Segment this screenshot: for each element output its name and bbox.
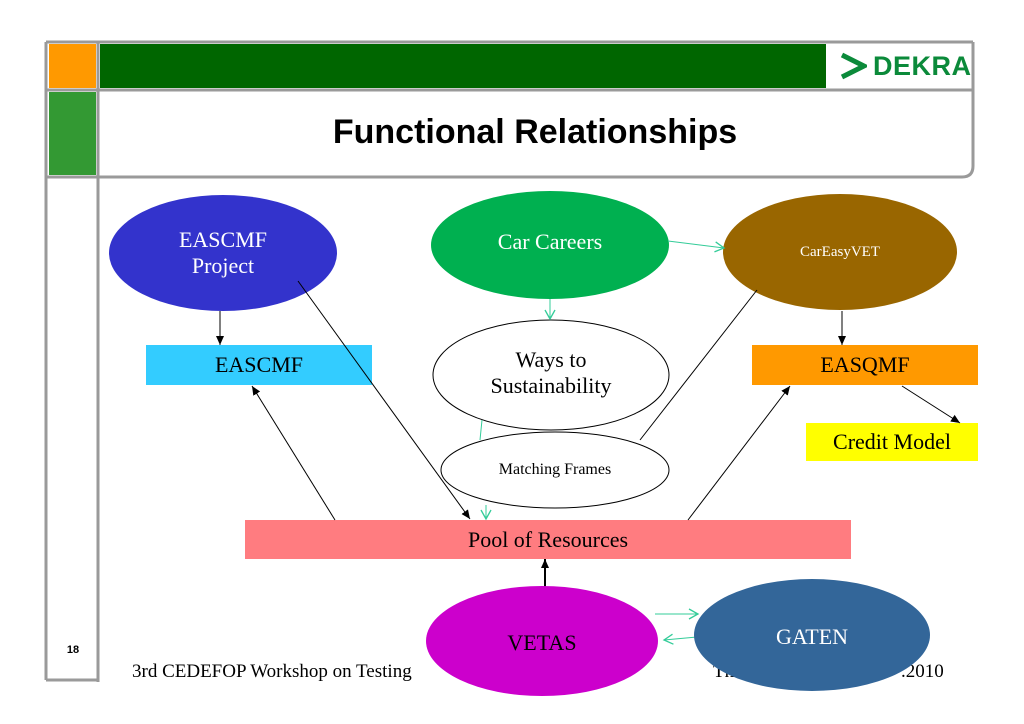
eascmf-box — [146, 345, 372, 385]
easqmf-to-credit-arrow — [901, 385, 961, 424]
car-careers-to-careasyvet-arrow — [667, 240, 726, 253]
header-bar — [100, 44, 826, 88]
project-to-pool-arrow — [297, 280, 471, 520]
gaten-to-vetas-arrow — [662, 633, 698, 645]
page-number: 18 — [66, 644, 80, 656]
eascmf-label: EASCMF — [214, 352, 304, 377]
ways-to-matching-teal-line — [479, 419, 483, 441]
ways-to-sustainability-label: Ways to Sustainability — [490, 346, 612, 398]
easqmf-label: EASQMF — [820, 352, 910, 377]
careasyvet-label: CarEasyVET — [800, 244, 880, 260]
vetas-ellipse — [426, 586, 658, 696]
matching-frames-label: Matching Frames — [498, 461, 612, 479]
pool-of-resources-label: Pool of Resources — [467, 526, 629, 552]
green-square — [49, 92, 96, 175]
footer-left-text: 3rd CEDEFOP Workshop on Testing — [132, 661, 412, 682]
page-title: Functional Relationships — [332, 113, 738, 151]
careasyvet-ellipse — [723, 194, 957, 310]
logo-text: DEKRA — [873, 51, 972, 81]
credit-model-box — [806, 423, 978, 461]
matching-frames-ellipse — [440, 431, 670, 509]
pool-to-easqmf-arrow — [687, 385, 791, 521]
dekra-logo: DEKRA — [829, 44, 972, 88]
gaten-ellipse — [694, 579, 930, 691]
frame-lines — [44, 40, 975, 682]
careasyvet-to-matching-line — [639, 289, 758, 441]
footer-right-end: .2010 — [901, 661, 944, 682]
eascmf-project-ellipse — [109, 195, 337, 311]
eascmf-project-label: EASCMF Project — [178, 226, 268, 278]
pool-to-eascmf-arrow — [251, 385, 336, 521]
gaten-label: GATEN — [775, 623, 849, 649]
car-careers-label: Car Careers — [497, 228, 603, 254]
credit-model-label: Credit Model — [833, 429, 951, 454]
orange-square — [49, 44, 96, 88]
pool-of-resources-box — [245, 520, 851, 559]
car-careers-ellipse — [431, 191, 669, 299]
easqmf-box — [752, 345, 978, 385]
dekra-arrow-icon — [840, 52, 867, 80]
vetas-label: VETAS — [507, 629, 577, 655]
